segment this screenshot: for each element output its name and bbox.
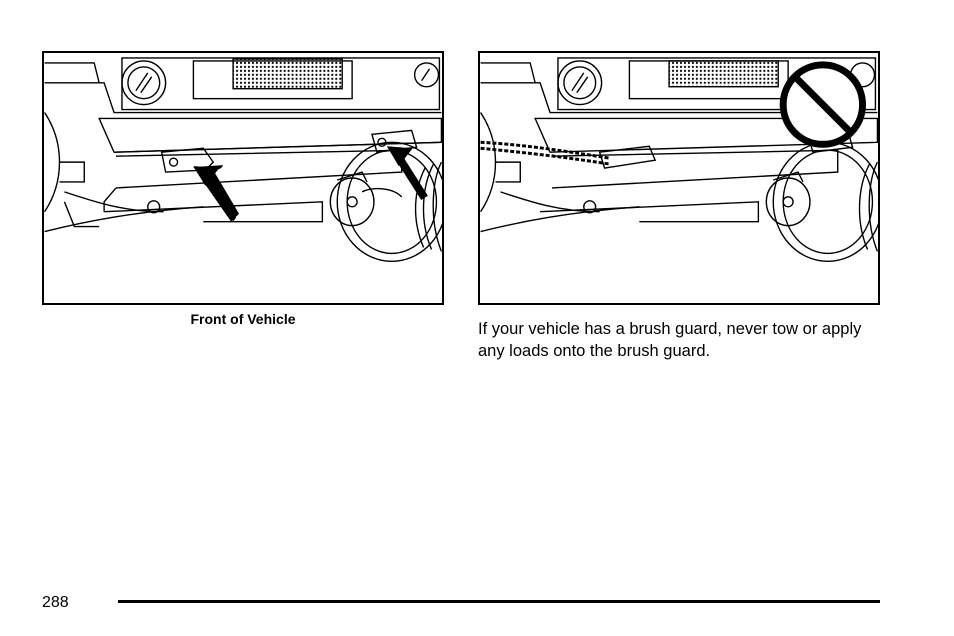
brush-guard-warning-text: If your vehicle has a brush guard, never… [478,320,862,360]
figure-caption: Front of Vehicle [190,311,296,327]
brush-guard-warning-illustration [478,51,880,305]
front-of-vehicle-illustration [42,51,444,305]
footer-rule [118,600,880,603]
page-number: 288 [42,594,69,611]
